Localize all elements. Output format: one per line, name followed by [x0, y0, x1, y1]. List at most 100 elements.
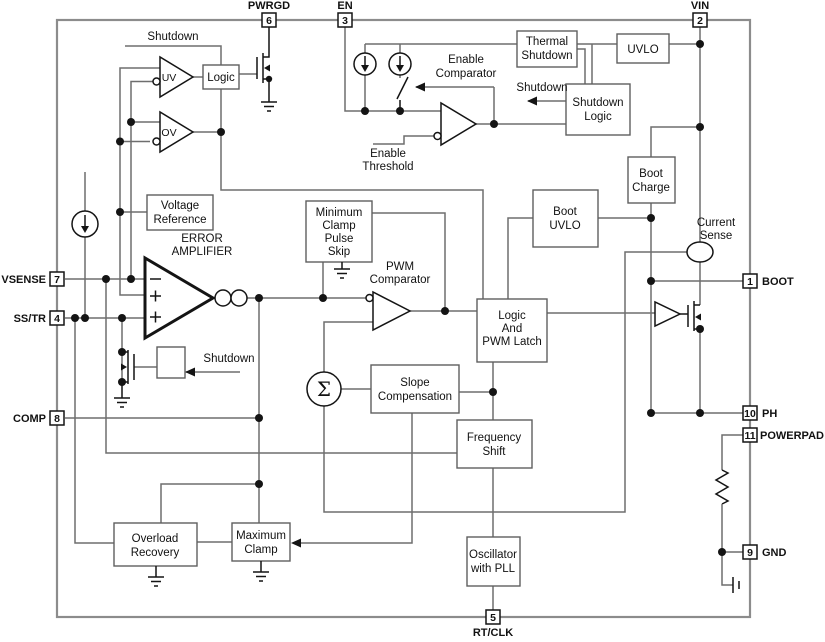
ov-inverting-bubble [152, 137, 161, 146]
svg-text:Comparator: Comparator [436, 68, 497, 80]
block-overload-recovery: Overload Recovery [113, 522, 198, 567]
shutdown-top-label: Shutdown [147, 31, 198, 43]
svg-text:Logic: Logic [498, 310, 526, 322]
max-clamp-arrow-icon [291, 538, 301, 548]
enable-inverting-bubble [433, 131, 442, 141]
svg-text:AMPLIFIER: AMPLIFIER [172, 246, 233, 258]
pwm-comparator [365, 290, 412, 332]
svg-text:Oscillator: Oscillator [469, 549, 517, 561]
pin-rtclk-label: RT/CLK [473, 627, 513, 637]
svg-text:UVLO: UVLO [549, 220, 580, 232]
pin-powerpad: 11 [742, 427, 758, 443]
ground-symbol [261, 101, 277, 112]
pin-sstr: 4 [49, 310, 65, 326]
ss-discharge-mosfet [114, 350, 135, 408]
ov-comparator: OV [152, 110, 195, 154]
svg-text:Threshold: Threshold [362, 161, 413, 173]
gate-driver [654, 300, 688, 328]
svg-text:3: 3 [342, 15, 348, 27]
svg-text:PWM: PWM [386, 261, 414, 273]
block-thermal-shutdown: Thermal Shutdown [516, 30, 578, 68]
sigma-icon: Σ [317, 377, 331, 401]
svg-text:Frequency: Frequency [467, 432, 522, 444]
svg-text:Logic: Logic [584, 111, 612, 123]
svg-text:7: 7 [54, 274, 60, 286]
svg-text:8: 8 [54, 413, 60, 425]
block-logic-pwm-latch: Logic And PWM Latch [476, 298, 548, 363]
svg-text:6: 6 [266, 15, 272, 27]
block-frequency-shift: Frequency Shift [456, 419, 533, 469]
svg-text:Slope: Slope [400, 377, 429, 389]
svg-text:And: And [502, 323, 522, 335]
block-uvlo: UVLO [616, 33, 670, 64]
current-sense-element [686, 241, 714, 263]
svg-text:Clamp: Clamp [322, 220, 355, 232]
enable-threshold-label: Enable Threshold [362, 148, 413, 173]
svg-text:Overload: Overload [132, 533, 179, 545]
enable-hysteresis-current-source [388, 52, 412, 76]
pin-rtclk: 5 [485, 609, 501, 625]
svg-text:9: 9 [747, 547, 753, 559]
ground-symbol [253, 561, 269, 582]
pin-pwrgd-label: PWRGD [248, 0, 290, 12]
shutdown-mid-label: Shutdown [516, 82, 567, 94]
pin-gnd-label: GND [762, 547, 787, 559]
ground-symbols [148, 262, 350, 587]
block-maximum-clamp: Maximum Clamp [231, 522, 291, 562]
ground-symbol [114, 397, 130, 408]
enable-comparator [433, 101, 478, 147]
svg-text:Thermal: Thermal [526, 36, 568, 48]
svg-text:Reference: Reference [153, 214, 206, 226]
pin-en: 3 [337, 12, 353, 28]
svg-text:Enable: Enable [448, 54, 484, 66]
svg-text:Compensation: Compensation [378, 391, 452, 403]
enable-pullup-current-source-1 [353, 52, 377, 76]
gm-output-circle-2 [230, 289, 248, 307]
svg-text:UV: UV [162, 72, 177, 84]
logic-label: Logic [207, 72, 235, 84]
block-boot-uvlo: Boot UVLO [532, 189, 599, 248]
svg-text:Sense: Sense [700, 230, 733, 242]
svg-text:PWM Latch: PWM Latch [482, 336, 541, 348]
pin-vin-label: VIN [691, 0, 709, 12]
uv-inverting-bubble [152, 77, 161, 86]
pin-ph: 10 [742, 405, 758, 421]
svg-text:11: 11 [744, 430, 755, 442]
soft-start-current-source [71, 210, 99, 238]
svg-text:Recovery: Recovery [131, 547, 180, 559]
gm-output-circle-1 [214, 289, 232, 307]
svg-text:1: 1 [747, 276, 753, 288]
pwm-comparator-label: PWM Comparator [370, 261, 431, 286]
pwrgd-pulldown-mosfet [256, 27, 277, 112]
block-minimum-clamp: Minimum Clamp Pulse Skip [305, 200, 373, 263]
svg-text:Skip: Skip [328, 246, 350, 258]
block-oscillator-pll: Oscillator with PLL [466, 536, 521, 587]
pin-powerpad-label: POWERPAD [760, 430, 824, 442]
uv-comparator: UV [152, 55, 195, 99]
hysteresis-arrow-icon [415, 82, 425, 92]
pin-pwrgd: 6 [261, 12, 277, 28]
block-voltage-reference: Voltage Reference [146, 194, 214, 231]
block-shutdown-logic: Shutdown Logic [565, 83, 631, 136]
svg-text:with PLL: with PLL [470, 563, 516, 575]
svg-text:10: 10 [744, 408, 756, 420]
ground-symbol [334, 262, 350, 279]
ea-shutdown-driver-box [156, 346, 186, 379]
svg-text:ERROR: ERROR [181, 233, 223, 245]
shutdown-arrow-icon [527, 96, 537, 106]
pin-comp: 8 [49, 410, 65, 426]
signal-arrows [185, 82, 537, 548]
svg-text:Pulse: Pulse [325, 233, 354, 245]
ground-symbol [148, 566, 164, 587]
svg-text:Shift: Shift [482, 446, 506, 458]
svg-text:Clamp: Clamp [244, 544, 277, 556]
ea-shutdown-arrow-icon [185, 367, 195, 377]
error-amplifier [143, 255, 248, 341]
pin-sstr-label: SS/TR [14, 313, 46, 325]
pin-vsense: 7 [49, 271, 65, 287]
svg-text:5: 5 [490, 612, 496, 624]
pin-comp-label: COMP [13, 413, 46, 425]
svg-text:Comparator: Comparator [370, 274, 431, 286]
svg-text:Boot: Boot [639, 168, 663, 180]
